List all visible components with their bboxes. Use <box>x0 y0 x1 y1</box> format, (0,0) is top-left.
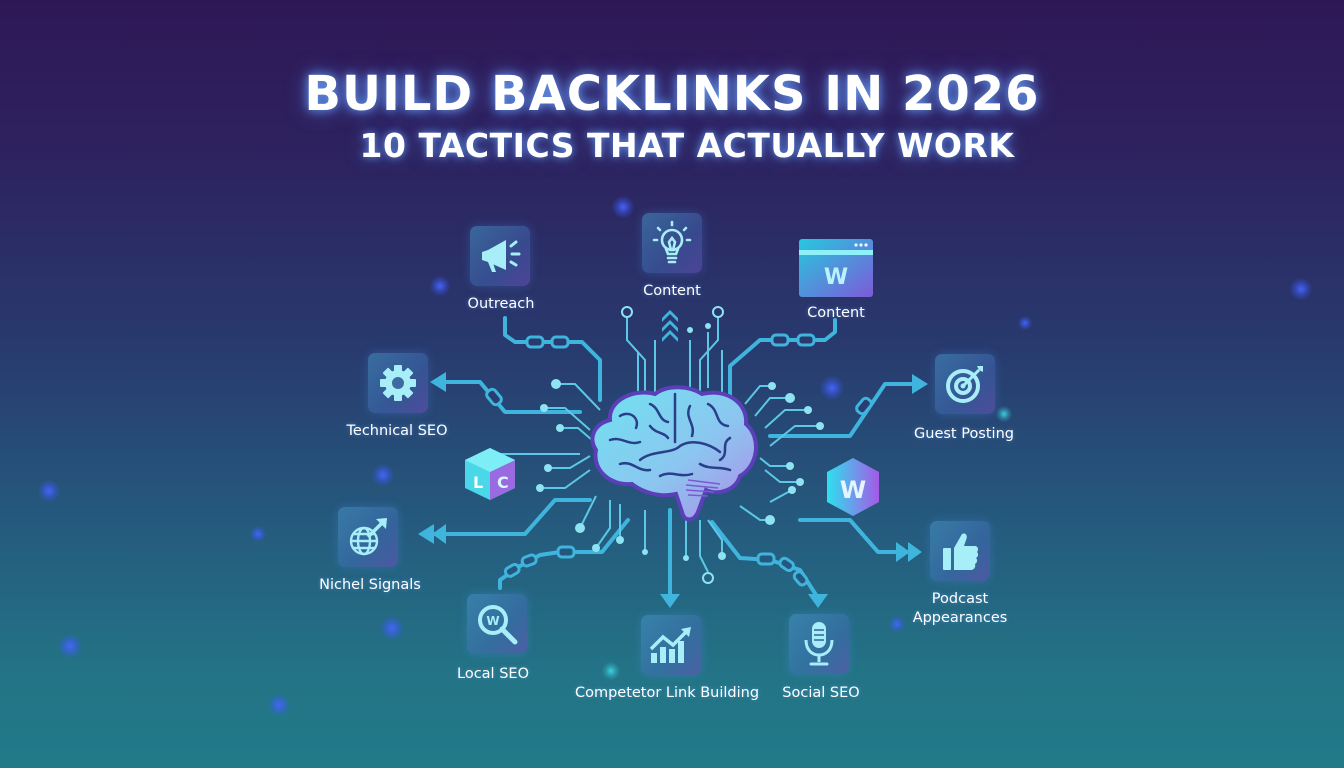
label-line: Appearances <box>912 610 1008 626</box>
tactic-technical-seo-tile[interactable] <box>368 353 428 413</box>
label-line: Podcast <box>931 591 989 607</box>
tactic-podcast-appearances-tile[interactable] <box>930 521 990 581</box>
tactic-outreach-tile[interactable] <box>470 226 530 286</box>
tactic-content-lightbulb-label: Content <box>643 283 701 299</box>
glow-dot <box>996 406 1012 422</box>
gear-icon <box>380 365 416 401</box>
svg-text:W: W <box>840 476 866 504</box>
tactic-nichel-signals-label: Nichel Signals <box>319 577 421 593</box>
svg-text:W: W <box>486 614 499 628</box>
search-w-icon: W <box>478 605 518 645</box>
tactic-social-seo-label: Social SEO <box>782 685 860 701</box>
glow-dot <box>268 694 290 716</box>
glow-dot <box>889 616 905 632</box>
svg-text:L: L <box>473 473 483 492</box>
glow-dot <box>1018 316 1032 330</box>
tactic-nichel-signals-tile[interactable] <box>338 507 398 567</box>
tactic-local-seo-tile[interactable]: W <box>467 594 527 654</box>
glow-dot <box>372 464 394 486</box>
globe-arrow-icon <box>349 518 387 556</box>
svg-text:C: C <box>497 473 509 492</box>
lightbulb-icon <box>652 220 692 264</box>
tactic-local-seo-label: Local SEO <box>457 666 529 682</box>
glow-dot <box>380 616 404 640</box>
glow-dot <box>602 662 620 680</box>
glow-dot <box>612 196 634 218</box>
glow-dot <box>58 634 82 658</box>
tactic-guest-posting-label: Guest Posting <box>914 426 1014 442</box>
svg-text:W: W <box>824 265 848 290</box>
glow-dot <box>430 276 450 296</box>
tactic-competitor-link-building-label: Competetor Link Building <box>574 685 760 701</box>
tactic-podcast-appearances-label: Podcast Appearances <box>913 590 1008 628</box>
tactic-guest-posting-tile[interactable] <box>935 354 995 414</box>
tactic-technical-seo-label: Technical SEO <box>346 423 448 439</box>
tactic-competitor-link-building-tile[interactable] <box>641 615 701 675</box>
tactic-social-seo-tile[interactable] <box>789 614 849 674</box>
glow-dot <box>820 376 844 400</box>
lc-cube-icon: L C <box>461 446 519 502</box>
target-arrow-icon <box>946 366 983 403</box>
w-hexagon-icon: W <box>824 456 882 518</box>
megaphone-icon <box>482 240 521 272</box>
page-subtitle: 10 TACTICS THAT ACTUALLY WORK <box>359 126 1015 165</box>
thumbs-up-icon <box>943 533 979 570</box>
glow-dot <box>1290 278 1312 300</box>
browser-window-w-icon: W <box>799 239 873 297</box>
tactic-content-browser-tile[interactable]: W <box>798 238 874 298</box>
tactic-content-browser-label: Content <box>807 305 865 321</box>
page-title: BUILD BACKLINKS IN 2026 <box>304 66 1040 122</box>
brain-icon <box>580 380 770 530</box>
growth-chart-icon <box>649 627 691 663</box>
glow-dot <box>250 526 266 542</box>
microphone-icon <box>804 622 834 666</box>
tactic-outreach-label: Outreach <box>467 296 535 312</box>
tactic-content-lightbulb-tile[interactable] <box>642 213 702 273</box>
glow-dot <box>38 480 60 502</box>
